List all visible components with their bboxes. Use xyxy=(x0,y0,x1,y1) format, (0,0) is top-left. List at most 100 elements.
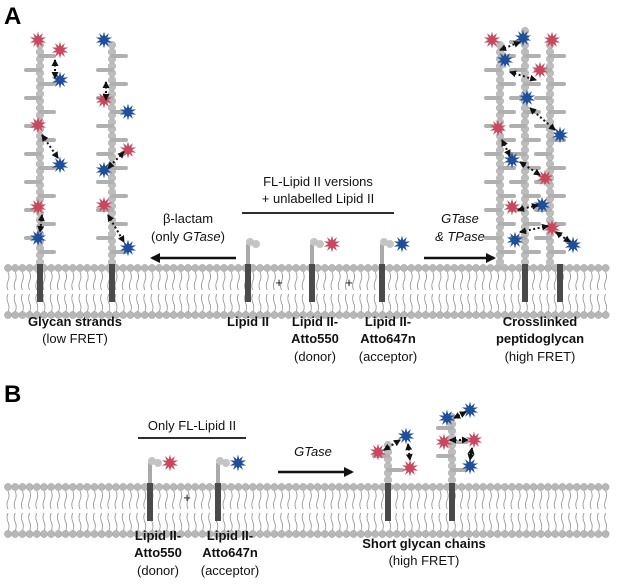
atto550-label-1: Lipid II- xyxy=(292,314,338,329)
lipid-anchor xyxy=(385,483,391,521)
acceptor-fluorophore-star xyxy=(29,229,47,247)
atto647-label-3: (acceptor) xyxy=(359,349,418,364)
lipid-anchor xyxy=(379,264,385,302)
acceptor-fluorophore-star xyxy=(496,51,514,69)
b-atto550-label-3: (donor) xyxy=(137,563,179,578)
donor-fluorophore-star xyxy=(489,119,507,137)
acceptor-fluorophore-star xyxy=(551,126,569,144)
fret-arrow xyxy=(501,139,511,157)
gtase-label-a: GTase xyxy=(441,211,479,226)
fret-arrow xyxy=(499,40,521,52)
donor-fluorophore-star xyxy=(119,141,137,159)
crosslinked-label-1: Crosslinked xyxy=(503,314,577,329)
plus-sign-a1: + xyxy=(275,275,283,290)
fret-arrow xyxy=(467,447,475,461)
fret-arrow xyxy=(41,134,59,159)
lipid-ii-label: Lipid II xyxy=(227,314,269,329)
beta-lactam-label: β-lactam xyxy=(163,211,213,226)
fret-arrow xyxy=(107,214,125,243)
short-chains-sub: (high FRET) xyxy=(389,553,460,568)
acceptor-fluorophore-star xyxy=(438,409,456,427)
fret-arrow xyxy=(517,203,539,212)
glycan-strands-title: Glycan strands xyxy=(28,314,122,329)
plus-sign-a2: + xyxy=(345,275,353,290)
fret-arrow xyxy=(383,439,401,451)
plus-sign-b: + xyxy=(183,490,191,505)
donor-fluorophore-star xyxy=(465,431,483,449)
lipid-anchor xyxy=(309,264,315,302)
acceptor-fluorophore-star xyxy=(51,156,69,174)
acceptor-fluorophore-star xyxy=(506,231,524,249)
atto647-label-2: Atto647n xyxy=(360,331,416,346)
lipid-anchor xyxy=(215,483,221,521)
acceptor-fluorophore-star xyxy=(229,454,247,472)
lipid-anchor xyxy=(557,264,563,302)
acceptor-fluorophore-star xyxy=(514,29,532,47)
lipid-anchor xyxy=(109,264,115,302)
acceptor-fluorophore-star xyxy=(397,427,415,445)
donor-fluorophore-star xyxy=(503,198,521,216)
acceptor-fluorophore-star xyxy=(518,89,536,107)
donor-fluorophore-star xyxy=(536,169,554,187)
atto647-label-1: Lipid II- xyxy=(365,314,411,329)
fret-arrow xyxy=(509,70,537,82)
acceptor-fluorophore-star xyxy=(95,161,113,179)
lipid-anchor xyxy=(147,483,153,521)
b-atto647-label-3: (acceptor) xyxy=(201,563,260,578)
donor-fluorophore-star xyxy=(323,235,341,253)
fret-arrow xyxy=(37,214,45,233)
b-atto647-label-1: Lipid II- xyxy=(207,528,253,543)
acceptor-fluorophore-star xyxy=(564,236,582,254)
lipid-ii-monomers-b xyxy=(147,454,247,521)
crosslinked-peptidoglycan-illustration xyxy=(483,27,582,302)
lipid-anchor xyxy=(245,264,251,302)
donor-fluorophore-star xyxy=(29,31,47,49)
membrane-bilayer-b xyxy=(4,483,610,538)
atto550-label-2: Atto550 xyxy=(291,331,339,346)
lipid-anchor xyxy=(522,264,528,302)
glycan-strands-sub: (low FRET) xyxy=(42,331,108,346)
donor-fluorophore-star xyxy=(161,454,179,472)
b-atto647-label-2: Atto647n xyxy=(202,545,258,560)
short-chains-title: Short glycan chains xyxy=(362,536,486,551)
acceptor-fluorophore-star xyxy=(119,239,137,257)
donor-fluorophore-star xyxy=(435,433,453,451)
fret-arrow xyxy=(107,151,125,169)
donor-fluorophore-star xyxy=(29,198,47,216)
only-fl-lipid-title: Only FL-Lipid II xyxy=(148,418,236,433)
glycan-strands-illustration xyxy=(24,31,137,302)
lipid-anchor xyxy=(449,483,455,521)
acceptor-fluorophore-star xyxy=(503,151,521,169)
lipid-anchor xyxy=(37,264,43,302)
crosslinked-label-3: (high FRET) xyxy=(505,349,576,364)
acceptor-fluorophore-star xyxy=(393,235,411,253)
donor-fluorophore-star xyxy=(483,31,501,49)
donor-fluorophore-star xyxy=(401,459,419,477)
acceptor-fluorophore-star xyxy=(461,457,479,475)
donor-fluorophore-star xyxy=(543,31,561,49)
short-glycan-chains-illustration xyxy=(369,401,483,521)
donor-fluorophore-star xyxy=(95,196,113,214)
center-title-line2: + unlabelled Lipid II xyxy=(262,191,374,206)
only-gtase-label: (only GTase) xyxy=(151,229,225,244)
tpase-label-a: & TPase xyxy=(435,229,485,244)
acceptor-fluorophore-star xyxy=(51,71,69,89)
acceptor-fluorophore-star xyxy=(461,401,479,419)
b-atto550-label-1: Lipid II- xyxy=(135,528,181,543)
donor-fluorophore-star xyxy=(29,116,47,134)
crosslinked-label-2: peptidoglycan xyxy=(496,331,584,346)
donor-fluorophore-star xyxy=(531,61,549,79)
donor-fluorophore-star xyxy=(543,219,561,237)
gtase-label-b: GTase xyxy=(294,444,332,459)
acceptor-fluorophore-star xyxy=(533,196,551,214)
fret-arrow xyxy=(519,223,549,235)
acceptor-fluorophore-star xyxy=(119,103,137,121)
fret-arrow xyxy=(519,161,541,176)
fret-arrow xyxy=(405,443,413,461)
donor-fluorophore-star xyxy=(369,443,387,461)
acceptor-fluorophore-star xyxy=(95,31,113,49)
atto550-label-3: (donor) xyxy=(294,349,336,364)
fret-arrow xyxy=(555,231,571,243)
fret-arrow xyxy=(529,107,556,131)
